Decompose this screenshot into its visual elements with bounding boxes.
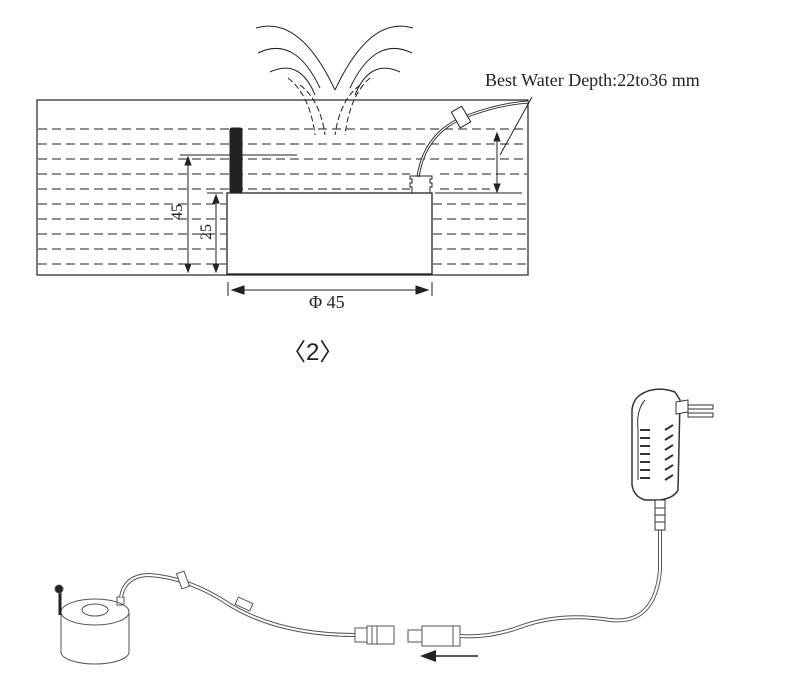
float-sensor-rod — [229, 127, 243, 194]
female-connector — [354, 625, 395, 645]
pump-cable — [416, 100, 529, 178]
water-tank — [36, 99, 529, 276]
cable-clip — [450, 105, 472, 129]
insert-direction-arrow — [420, 650, 478, 662]
mist-maker-pump — [54, 584, 130, 665]
figure-label: 〈2〉 — [282, 339, 343, 366]
water-level-lines — [38, 128, 527, 265]
assembly-diagram — [54, 388, 714, 665]
diameter-label: Φ 45 — [309, 292, 345, 312]
cable-sleeve — [234, 596, 254, 612]
height-body-label: 25 — [198, 224, 215, 240]
cable-clip — [175, 570, 191, 590]
male-connector — [407, 625, 461, 647]
fountain-spray — [255, 25, 414, 136]
height-total-label: 45 — [169, 204, 186, 220]
pump-body — [226, 192, 433, 275]
adapter-cable — [459, 530, 662, 639]
water-depth-diagram — [36, 25, 533, 296]
dimension-lines — [180, 96, 533, 296]
best-water-depth-label: Best Water Depth:22to36 mm — [485, 70, 700, 90]
power-adapter — [631, 388, 714, 531]
cable-gland — [409, 175, 433, 193]
